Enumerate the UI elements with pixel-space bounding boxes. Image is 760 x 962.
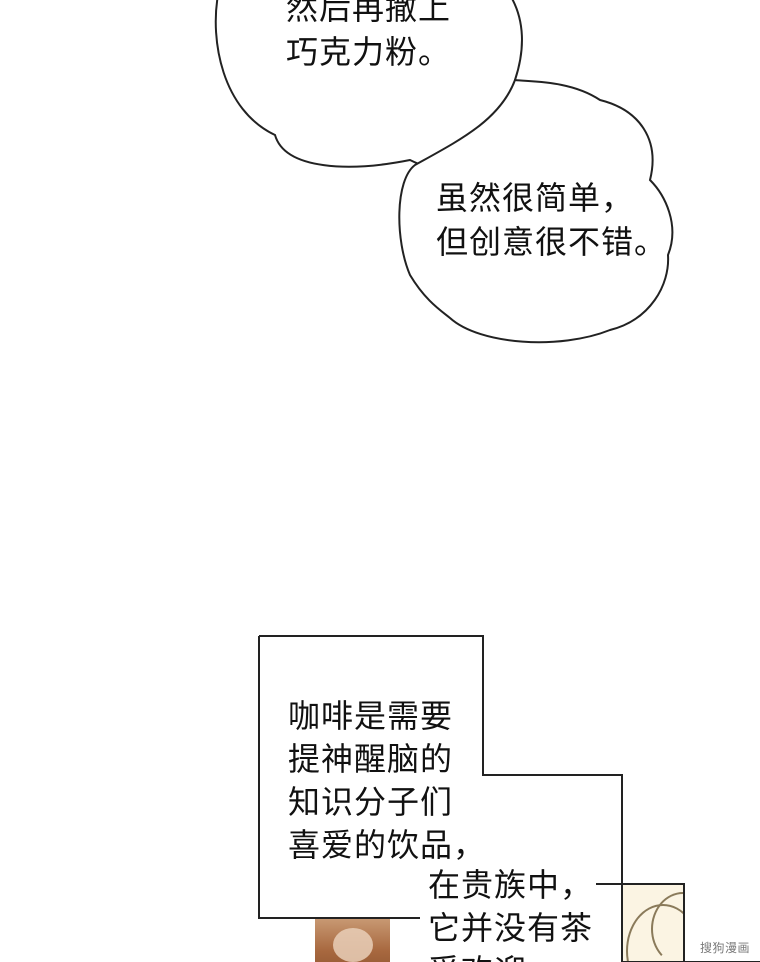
text-line: 巧克力粉。 (286, 33, 452, 71)
speech-bubble-2-text: 虽然很简单， 但创意很不错。 (436, 176, 667, 264)
text-line: 在贵族中， (428, 866, 594, 904)
speech-bubble-1-text: 然后再撒上 巧克力粉。 (286, 0, 451, 74)
caption-text-1: 咖啡是需要 提神醒脑的 知识分子们 喜爱的饮品， (288, 695, 486, 867)
text-line: 但创意很不错。 (436, 223, 668, 261)
watermark: 搜狗漫画 (699, 941, 750, 955)
text-line: 喜爱的饮品， (288, 826, 487, 864)
caption-text-2: 在贵族中， 它并没有茶 受欢迎 (428, 864, 593, 962)
text-line: 它并没有茶 (428, 909, 594, 947)
text-line: 虽然很简单， (436, 179, 635, 217)
artwork-highlight (333, 928, 373, 962)
panel-artwork-left (315, 918, 390, 962)
text-line: 提神醒脑的 (288, 740, 454, 778)
speech-bubble-2 (398, 78, 674, 344)
text-line: 受欢迎 (428, 950, 593, 962)
text-line: 然后再撒上 (286, 0, 452, 27)
text-line: 咖啡是需要 (288, 697, 454, 735)
text-line: 知识分子们 (288, 783, 454, 821)
